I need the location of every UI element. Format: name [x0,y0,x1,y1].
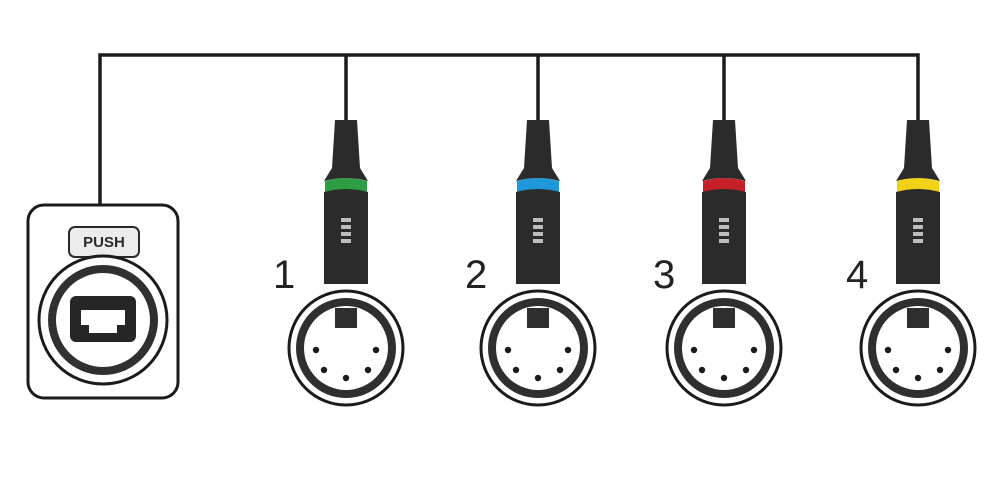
color-band-2 [517,178,559,193]
xlr-plug-1 [324,120,368,284]
cable-label-2: 2 [465,253,488,297]
color-band-3 [703,178,745,193]
color-band-4 [897,178,939,193]
xlr-5pin-icon [479,289,597,407]
ethercon-jack [26,203,180,400]
color-band-1 [325,178,367,193]
xlr-5pin-icon [665,289,783,407]
cable-label-4: 4 [846,253,869,297]
cable-label-1: 1 [273,253,296,297]
rj45-port-icon [70,296,136,342]
xlr-plug-2 [516,120,560,284]
trunk-cable [98,53,920,205]
xlr-plug-4 [896,120,940,284]
xlr-plug-3 [702,120,746,284]
cable-label-3: 3 [653,253,676,297]
push-label: PUSH [83,233,125,251]
xlr-5pin-icon [859,289,977,407]
xlr-5pin-icon [287,289,405,407]
